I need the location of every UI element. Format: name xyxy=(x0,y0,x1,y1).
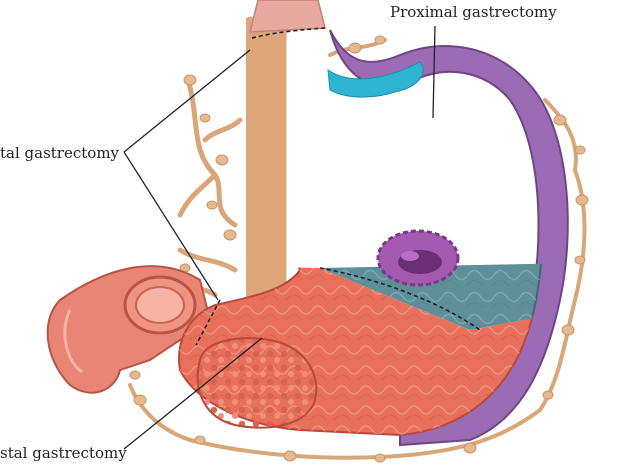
leader-lines xyxy=(123,25,436,450)
lymph-nodes xyxy=(129,35,589,463)
omentum-right xyxy=(128,38,587,460)
resection-lines xyxy=(195,27,481,346)
aorta-vessel xyxy=(246,18,286,298)
fundus-highlight xyxy=(327,61,424,98)
distal-tumor xyxy=(196,337,318,429)
omentum-left xyxy=(162,77,243,298)
distal-region xyxy=(178,262,544,437)
duodenum xyxy=(46,265,212,394)
proximal-gastrectomy-label: Proximal gastrectomy xyxy=(390,3,557,21)
esophagus xyxy=(249,0,326,33)
distal-gastrectomy-label: stal gastrectomy xyxy=(0,444,127,462)
proximal-tumor xyxy=(376,229,460,287)
greater-curvature-band xyxy=(329,29,569,447)
total-gastrectomy-label: tal gastrectomy xyxy=(0,144,120,162)
